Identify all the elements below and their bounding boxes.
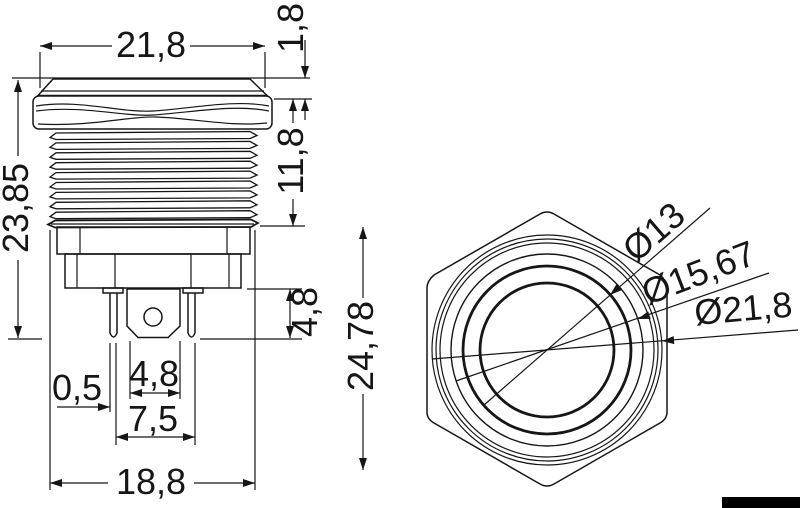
button-cap: [36, 78, 269, 97]
dim-label-pin-thickness: 0,5: [52, 367, 102, 408]
terminal-pin-left: [102, 287, 124, 338]
mounting-base: [56, 226, 251, 289]
dim-terminal-width: 4,8: [129, 341, 181, 399]
terminal-pin-right: [182, 287, 204, 338]
bezel-ring-circle: [461, 264, 633, 436]
dim-label-base-width: 18,8: [116, 461, 186, 502]
dim-label-cap-height: 1,8: [270, 3, 311, 53]
dim-label-terminal-width: 4,8: [129, 353, 179, 394]
button-face-circle: [478, 281, 616, 419]
dim-base-width: 18,8: [49, 230, 256, 502]
knurled-flange: [32, 95, 273, 130]
threaded-body: [46, 130, 260, 229]
thread-circle: [450, 253, 644, 447]
dim-label-top-width: 21,8: [116, 24, 186, 65]
thread-bottom-lip: [46, 218, 260, 229]
center-terminal: [126, 288, 181, 339]
front-view: Ø13 Ø15,67 Ø21,8 24,78: [340, 194, 799, 487]
hex-nut-outline: [426, 211, 668, 487]
terminal-hole: [143, 307, 163, 327]
dim-top-width: 21,8: [39, 24, 266, 88]
dim-label-front-overall-height: 24,78: [340, 301, 381, 391]
side-view: [12, 77, 310, 339]
dim-pin-thickness: 0,5: [52, 343, 117, 445]
dim-pin-spacing: 7,5: [116, 343, 196, 445]
dim-cap-height: 1,8: [270, 3, 312, 120]
dim-outer-diameter: Ø21,8: [431, 284, 799, 360]
dim-label-pin-length: 4,8: [284, 287, 325, 337]
dim-overall-height: 23,85: [0, 80, 42, 340]
side-view-dimensions: 21,8 1,8 11,8 23,85: [0, 3, 325, 502]
dim-thread-length: 11,8: [260, 99, 311, 227]
dim-front-overall-height: 24,78: [340, 227, 381, 470]
dim-label-thread-length: 11,8: [270, 127, 311, 194]
dim-label-outer-diameter: Ø21,8: [693, 284, 794, 333]
black-bar: [722, 497, 800, 508]
dim-pin-length: 4,8: [200, 287, 325, 340]
dim-label-pin-spacing: 7,5: [128, 398, 178, 439]
flange-circle-inner: [439, 242, 655, 458]
flange-circle-mid: [435, 238, 659, 462]
flange-circle-outer: [431, 234, 663, 466]
dim-label-overall-height: 23,85: [0, 163, 36, 253]
